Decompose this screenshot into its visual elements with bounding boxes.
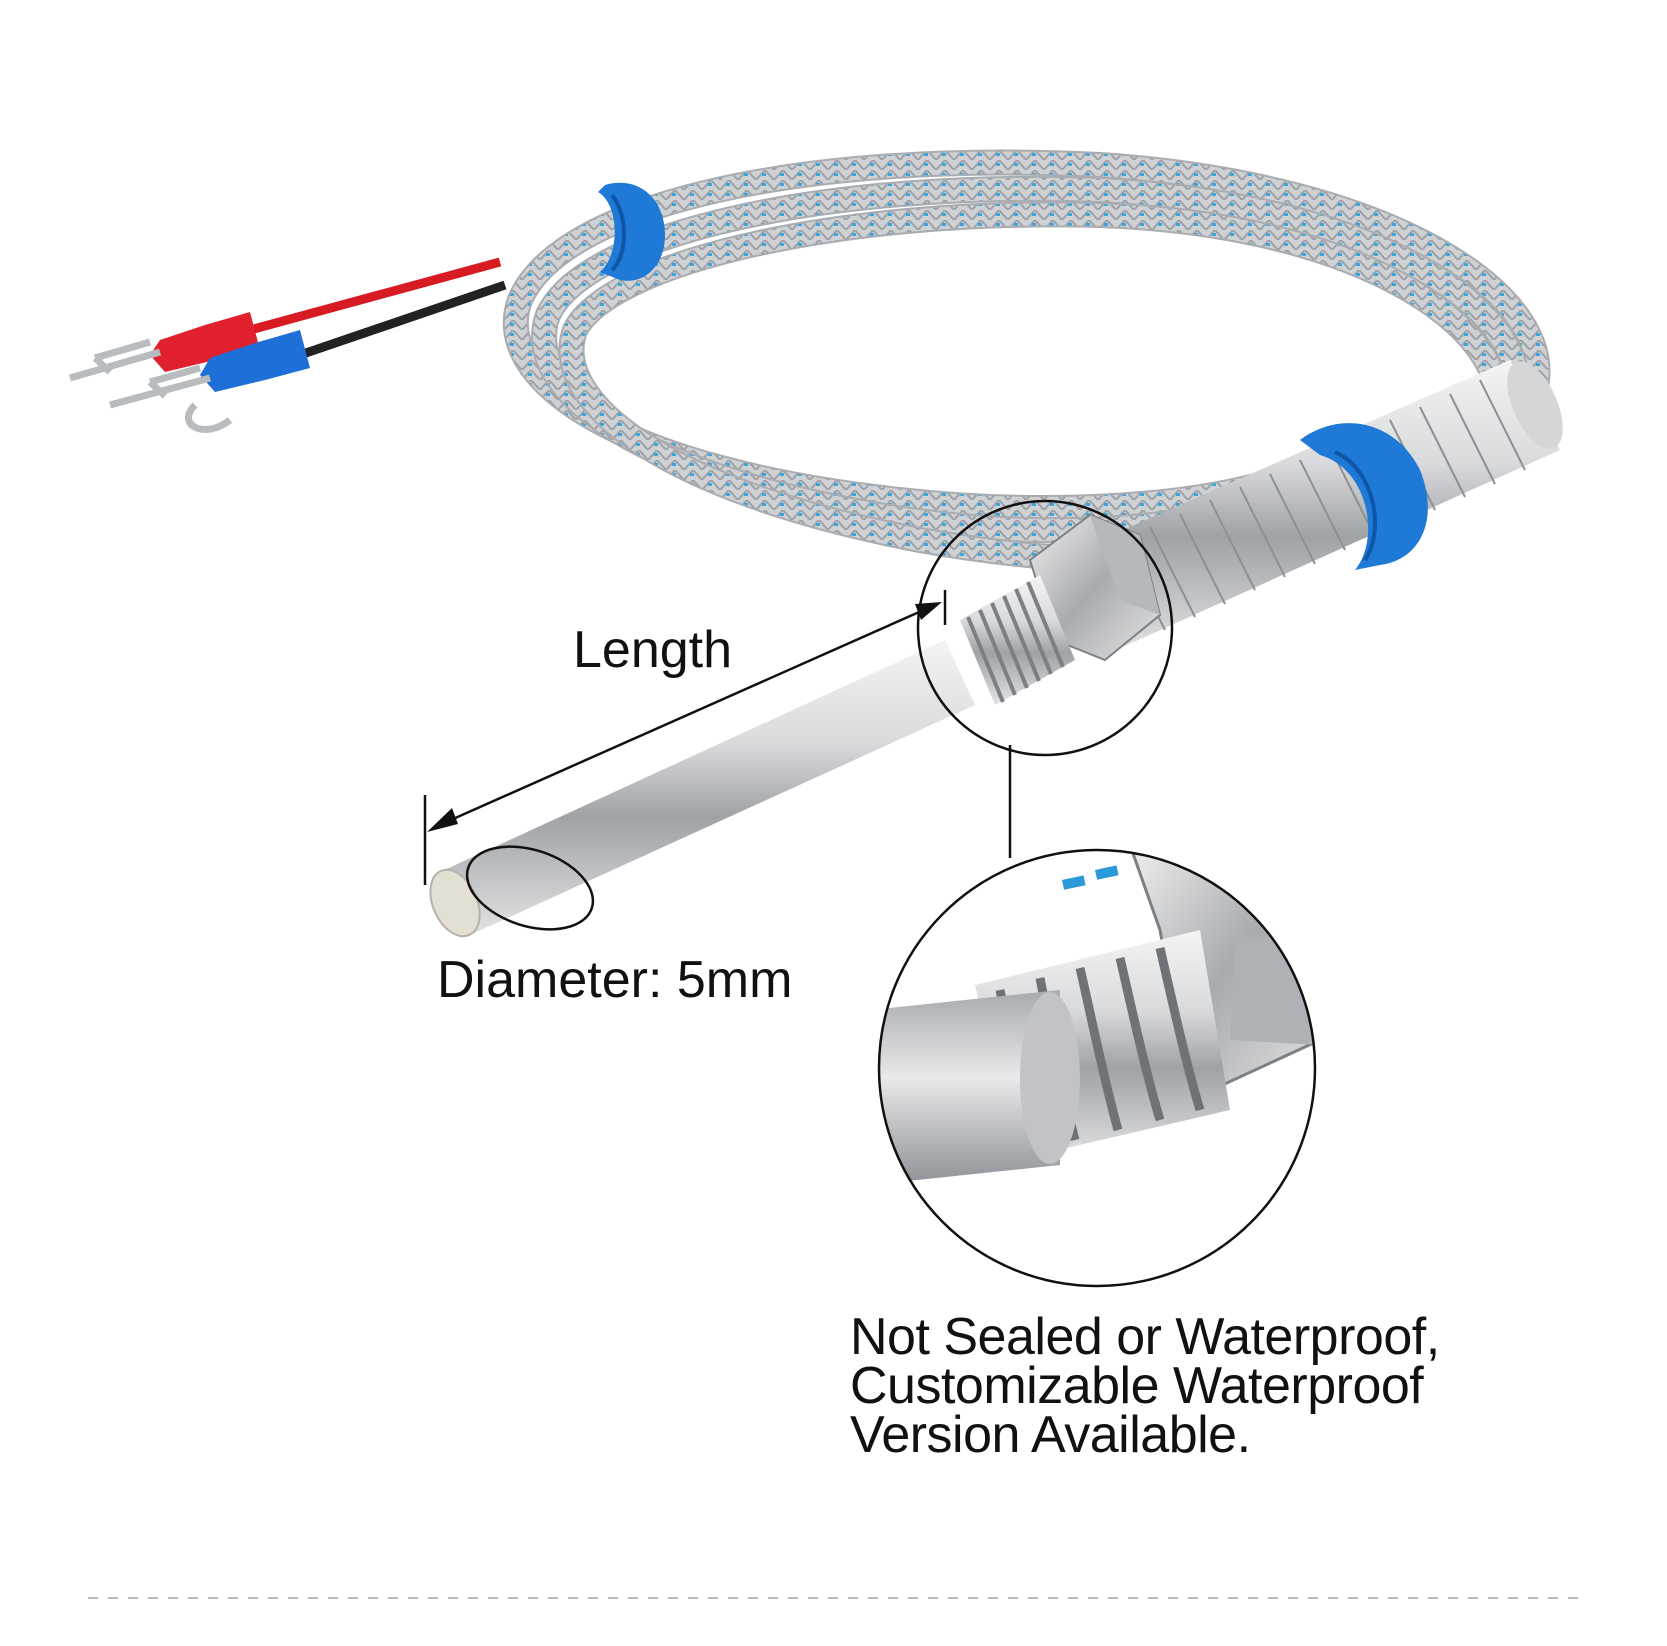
note-line: Customizable Waterproof — [850, 1357, 1424, 1415]
threaded-fitting — [960, 575, 1075, 705]
hex-nut-icon — [1028, 513, 1162, 662]
probe-rod — [429, 640, 975, 938]
note-line: Version Available. — [850, 1406, 1251, 1464]
zoom-circle — [877, 848, 1317, 1288]
fork-terminal-icon — [69, 312, 310, 433]
length-label: Length — [573, 621, 733, 679]
waterproof-note: Not Sealed or Waterproof, Customizable W… — [850, 1308, 1440, 1464]
diameter-label: Diameter: 5mm — [437, 951, 793, 1009]
callout-circle — [916, 499, 1174, 757]
arrow-icon — [427, 602, 942, 832]
braided-cable — [502, 149, 1551, 573]
blue-sleeve-top — [598, 182, 665, 281]
diameter-marker — [465, 845, 595, 931]
lead-wires — [248, 257, 507, 360]
length-dimension — [423, 590, 947, 885]
note-line: Not Sealed or Waterproof, — [850, 1308, 1440, 1366]
blue-sleeve-bottom — [1300, 423, 1428, 570]
zoom-detail — [879, 850, 1315, 1286]
